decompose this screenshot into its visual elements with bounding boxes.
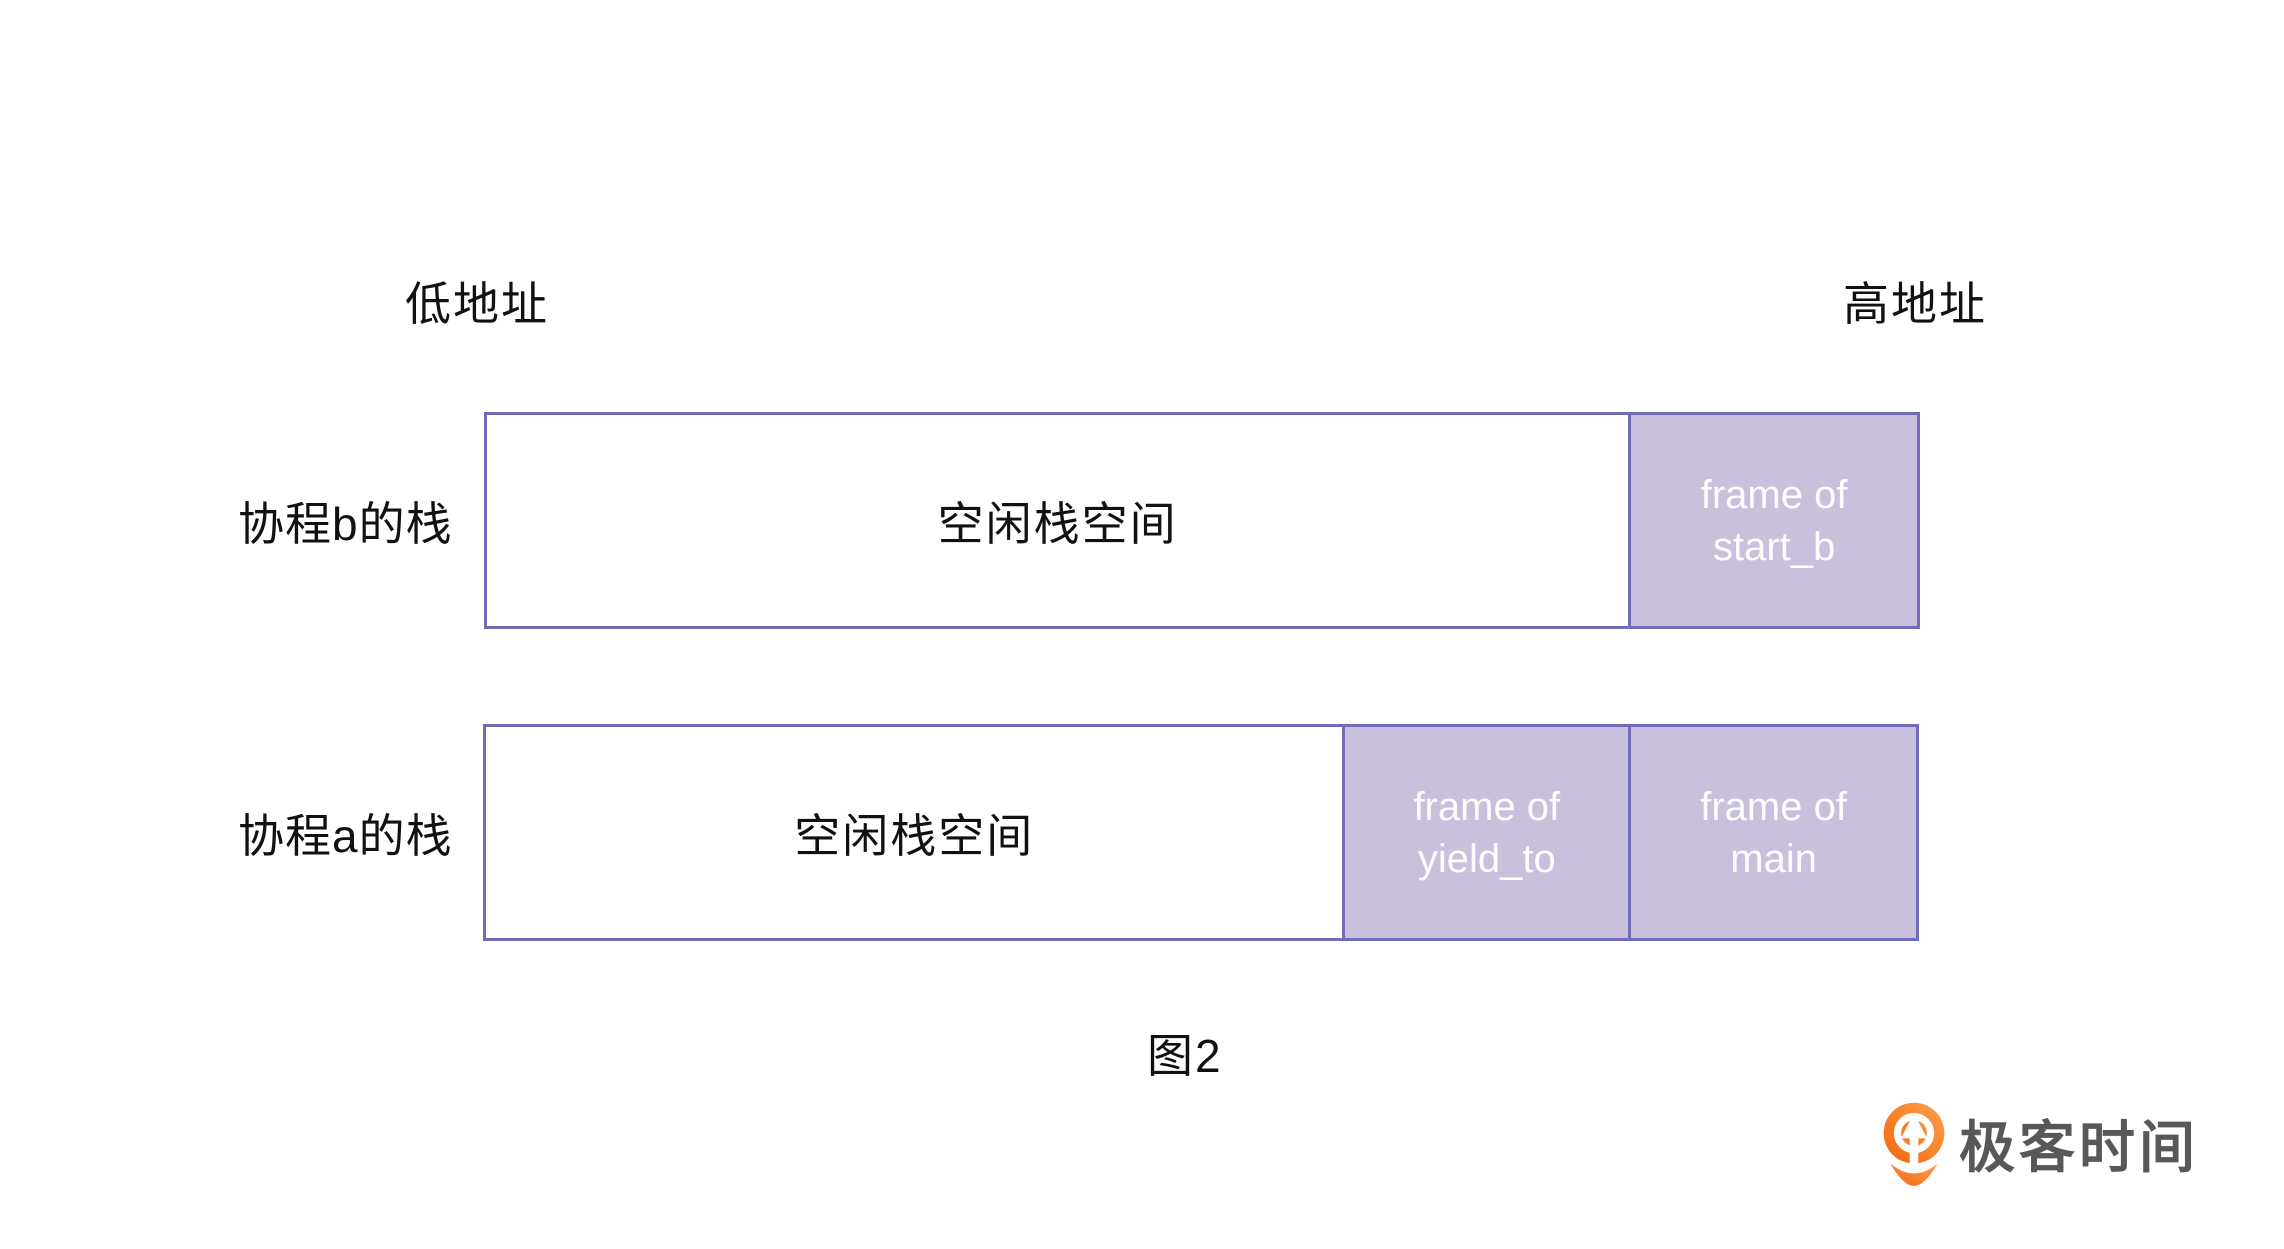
stack-row-label-coroutine-b: 协程b的栈 [238, 497, 453, 550]
geektime-logo: 极客时间 [1881, 1100, 2199, 1186]
frame-label-line1: frame of [1700, 472, 1848, 517]
free-stack-segment: 空闲栈空间 [486, 727, 1343, 938]
stack-row-label-coroutine-a: 协程a的栈 [238, 809, 453, 862]
free-stack-segment: 空闲栈空间 [487, 415, 1629, 626]
frame-label-line1: frame of [1700, 784, 1847, 829]
stack-frame-start-b: frame of start_b [1628, 415, 1917, 626]
frame-label-line2: yield_to [1417, 836, 1556, 881]
geektime-pin-icon [1883, 1102, 1945, 1186]
geektime-logo-text: 极客时间 [1959, 1115, 2199, 1179]
figure-caption: 图2 [1147, 1030, 1223, 1082]
stack-frame-main: frame of main [1628, 727, 1916, 938]
frame-label-line1: frame of [1413, 784, 1561, 829]
stack-box-coroutine-b: 空闲栈空间 frame of start_b [484, 412, 1920, 629]
frame-label-line2: main [1730, 836, 1817, 881]
frame-label-line2: start_b [1712, 524, 1836, 569]
low-address-label: 低地址 [405, 278, 549, 330]
high-address-label: 高地址 [1843, 278, 1987, 330]
stack-frame-yield-to: frame of yield_to [1342, 727, 1629, 938]
stack-box-coroutine-a: 空闲栈空间 frame of yield_to frame of main [483, 724, 1919, 941]
